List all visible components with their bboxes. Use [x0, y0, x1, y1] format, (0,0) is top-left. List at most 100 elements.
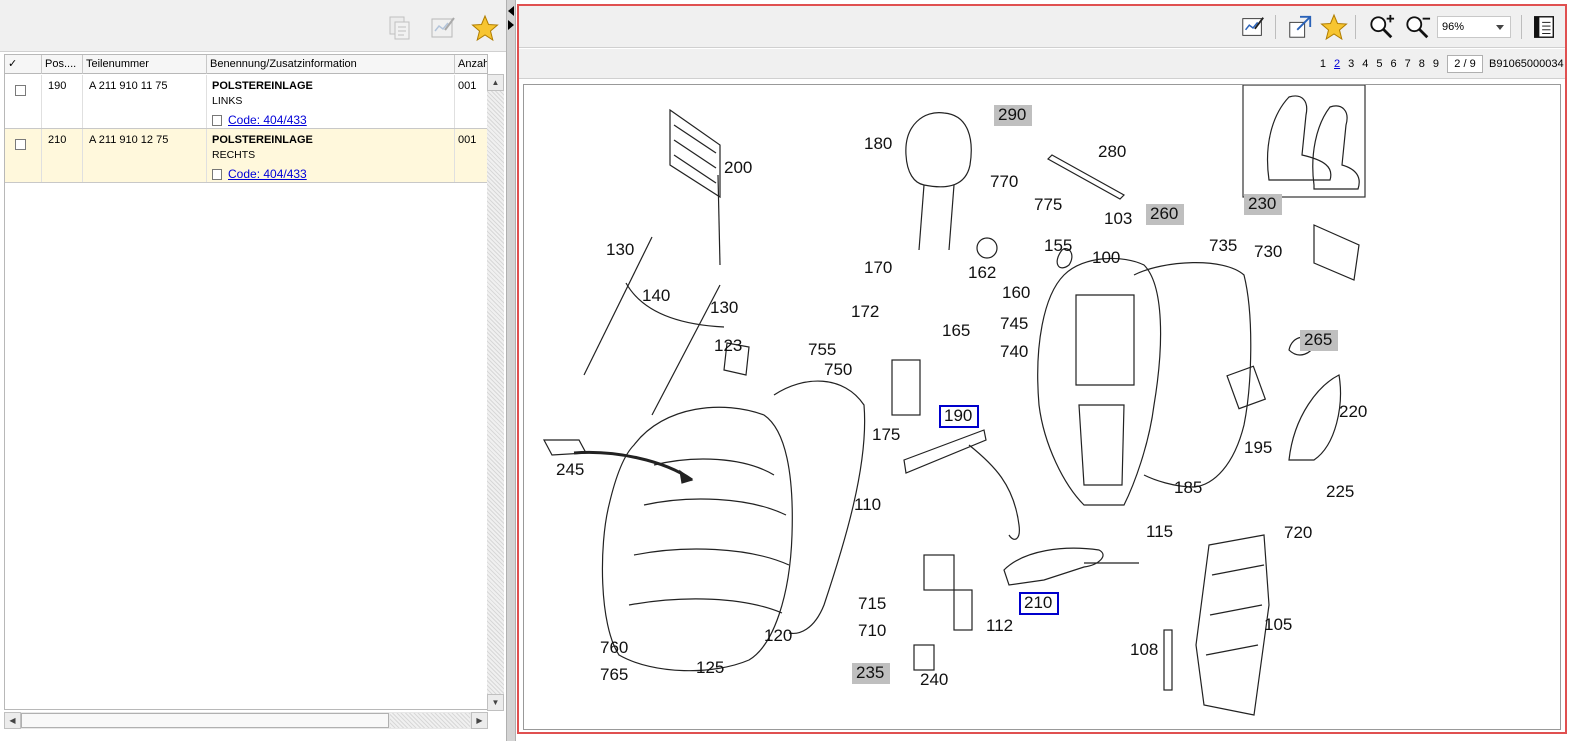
favorites-star-icon[interactable]: [469, 12, 501, 44]
expand-right-icon[interactable]: [508, 20, 514, 30]
zoom-out-icon[interactable]: [1403, 13, 1433, 41]
document-list-icon[interactable]: [1529, 13, 1559, 41]
callout-130: 130: [710, 298, 738, 317]
callout-110: 110: [854, 495, 881, 514]
scroll-track[interactable]: [487, 91, 504, 694]
drawing-pane: 96% 1 2 3 4 5 6 7 8 9 2 / 9 B91065000034: [517, 4, 1567, 734]
callout-240: 240: [920, 670, 948, 689]
page-link-current[interactable]: 2: [1334, 58, 1341, 70]
callout-label: 740: [1000, 342, 1028, 361]
page-indicator[interactable]: 2 / 9: [1447, 55, 1483, 73]
zoom-in-icon[interactable]: [1367, 13, 1397, 41]
callout-label: 180: [864, 134, 892, 153]
callout-label[interactable]: 190: [944, 406, 972, 425]
collapse-left-icon[interactable]: [508, 6, 514, 16]
callout-label: 123: [714, 336, 742, 355]
edit-notes-icon[interactable]: [1238, 13, 1268, 41]
table-row[interactable]: 210 A 211 910 12 75 POLSTEREINLAGE RECHT…: [5, 129, 487, 183]
callout-290: 290: [994, 105, 1032, 126]
callout-label: 775: [1034, 195, 1062, 214]
callout-280: 280: [1098, 142, 1126, 161]
callout-210[interactable]: 210: [1019, 592, 1059, 615]
callout-label: 125: [696, 658, 724, 677]
callout-115: 115: [1146, 522, 1173, 541]
page-link[interactable]: 1: [1319, 58, 1326, 70]
page-link[interactable]: 9: [1432, 58, 1439, 70]
zoom-value: 96%: [1442, 21, 1465, 33]
page-link[interactable]: 3: [1348, 58, 1355, 70]
scroll-left-icon[interactable]: ◀: [4, 712, 21, 729]
callout-highlight-box[interactable]: [1019, 592, 1059, 615]
document-id: B91065000034: [1489, 58, 1564, 70]
column-header-quantity[interactable]: Anzah: [455, 55, 487, 74]
callout-162: 162: [968, 263, 996, 282]
page-link[interactable]: 7: [1404, 58, 1411, 70]
copy-to-list-icon[interactable]: [384, 12, 416, 44]
callout-label: 290: [998, 105, 1026, 124]
vertical-scrollbar[interactable]: ▲ ▼: [487, 74, 504, 711]
callout-160: 160: [1002, 283, 1030, 302]
column-header-check[interactable]: ✓: [5, 55, 42, 74]
pane-splitter[interactable]: [506, 0, 516, 741]
column-header-part-number[interactable]: Teilenummer: [83, 55, 207, 74]
callout-103: 103: [1104, 209, 1132, 228]
description-cell: POLSTEREINLAGE LINKS Code: 404/433: [207, 75, 455, 128]
callout-123: 123: [714, 336, 742, 355]
fit-window-icon[interactable]: [1285, 13, 1315, 41]
scroll-track[interactable]: [390, 713, 470, 728]
callout-label: 750: [824, 360, 852, 379]
scroll-thumb[interactable]: [21, 713, 389, 728]
callout-750: 750: [824, 360, 852, 379]
scroll-down-icon[interactable]: ▼: [487, 694, 504, 711]
part-number-cell: A 211 910 12 75: [83, 129, 207, 182]
column-header-description[interactable]: Benennung/Zusatzinformation: [207, 55, 455, 74]
callout-label[interactable]: 210: [1024, 593, 1052, 612]
scroll-up-icon[interactable]: ▲: [487, 74, 504, 91]
column-header-pos[interactable]: Pos....: [42, 55, 83, 74]
row-checkbox[interactable]: [15, 139, 26, 150]
table-row[interactable]: 190 A 211 910 11 75 POLSTEREINLAGE LINKS…: [5, 75, 487, 129]
callout-label: 112: [986, 616, 1013, 635]
page-link[interactable]: 4: [1362, 58, 1369, 70]
code-link[interactable]: Code: 404/433: [228, 167, 307, 181]
callout-715: 715: [858, 594, 886, 613]
callout-190[interactable]: 190: [939, 405, 979, 428]
zoom-select[interactable]: 96%: [1437, 16, 1511, 38]
callout-740: 740: [1000, 342, 1028, 361]
callout-highlight-box[interactable]: [939, 405, 979, 428]
callout-170: 170: [864, 258, 892, 277]
code-link[interactable]: Code: 404/433: [228, 113, 307, 127]
edit-notes-icon[interactable]: [427, 12, 459, 44]
parts-list-toolbar: [0, 0, 506, 52]
horizontal-scrollbar[interactable]: ◀ ▶: [4, 712, 488, 729]
callout-140: 140: [642, 286, 670, 305]
callout-label: 108: [1130, 640, 1158, 659]
quantity-cell: 001: [455, 75, 487, 128]
callout-195: 195: [1244, 438, 1272, 457]
page-link[interactable]: 8: [1418, 58, 1425, 70]
page-link[interactable]: 5: [1376, 58, 1383, 70]
callout-100: 100: [1092, 248, 1120, 267]
callout-label: 710: [858, 621, 886, 640]
callout-label: 225: [1326, 482, 1354, 501]
pos-cell: 210: [42, 129, 83, 182]
callout-710: 710: [858, 621, 886, 640]
callout-label: 105: [1264, 615, 1292, 634]
page-link[interactable]: 6: [1390, 58, 1397, 70]
callout-label: 240: [920, 670, 948, 689]
callout-label: 185: [1174, 478, 1202, 497]
callout-120: 120: [764, 626, 792, 645]
callout-label: 170: [864, 258, 892, 277]
favorites-star-icon[interactable]: [1319, 13, 1349, 41]
toolbar-separator: [1275, 15, 1276, 39]
callout-180: 180: [864, 134, 892, 153]
drawing-toolbar: 96%: [519, 6, 1565, 48]
table-header: ✓ Pos.... Teilenummer Benennung/Zusatzin…: [5, 55, 487, 74]
row-checkbox[interactable]: [15, 85, 26, 96]
document-icon: [212, 168, 222, 180]
callout-label: 770: [990, 172, 1018, 191]
scroll-right-icon[interactable]: ▶: [471, 712, 488, 729]
part-info: RECHTS: [212, 149, 256, 161]
callout-shade: [1146, 204, 1184, 225]
